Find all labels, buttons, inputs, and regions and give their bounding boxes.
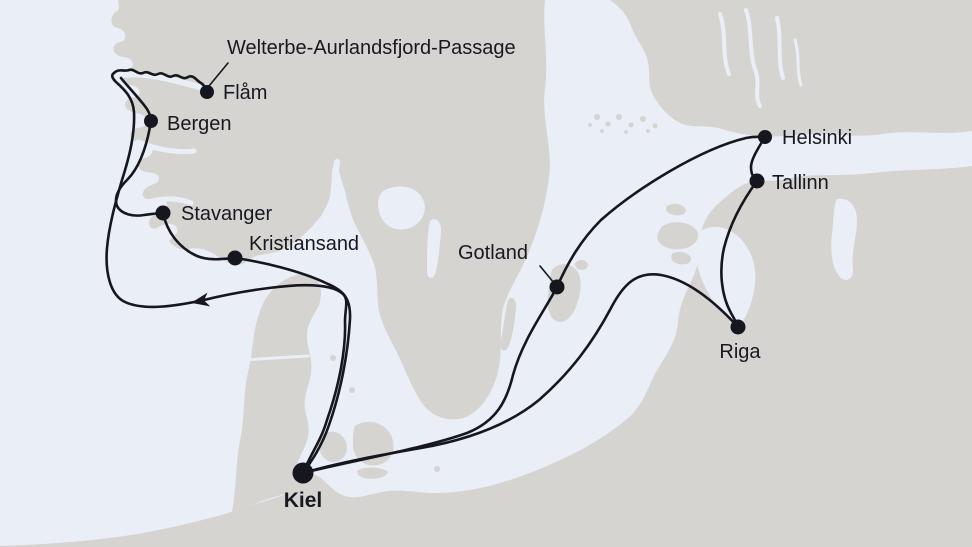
port-marker-gotland (549, 279, 565, 295)
port-label-riga: Riga (719, 341, 761, 363)
island-gotland (547, 264, 581, 322)
port-marker-kiel (292, 462, 314, 484)
lake-peipus (831, 198, 857, 281)
port-label-stavanger: Stavanger (181, 203, 273, 225)
port-label-helsinki: Helsinki (782, 127, 852, 149)
port-label-gotland: Gotland (458, 242, 528, 264)
route-stavanger-kristiansand (161, 211, 237, 261)
island-faro (574, 259, 588, 270)
port-label-kristiansand: Kristiansand (249, 233, 359, 255)
island-saaremaa-south (671, 251, 691, 265)
fjord-channels (109, 8, 803, 362)
port-marker-helsinki (758, 130, 772, 144)
route-riga-kiel (301, 273, 740, 475)
lake-vanern (378, 186, 425, 230)
port-label-bergen: Bergen (167, 113, 232, 135)
direction-arrow-icon (191, 292, 211, 307)
route-kristiansand-kiel (233, 256, 352, 475)
gulf-of-riga (696, 226, 756, 327)
port-marker-kristiansand (227, 250, 243, 266)
annotation-leader-line (208, 62, 229, 87)
archipelago-specks (330, 114, 658, 393)
leader-line-gotland (539, 265, 555, 284)
island-bornholm (434, 466, 440, 472)
port-label-flam: Flåm (223, 82, 267, 104)
landmass-scandinavia (111, 0, 550, 420)
island-lolland (357, 467, 388, 479)
port-marker-layer (144, 85, 772, 484)
island-hiiumaa (666, 203, 686, 216)
landmass-jutland (231, 273, 321, 516)
port-marker-tallinn (749, 173, 765, 189)
landmass-finland (610, 0, 972, 137)
island-oland (500, 297, 517, 351)
route-bergen-stavanger (114, 119, 165, 217)
passage-annotation-label: Welterbe-Aurlandsfjord-Passage (227, 37, 516, 59)
island-saaremaa (657, 222, 699, 250)
port-marker-flam (200, 85, 214, 99)
port-marker-stavanger (155, 205, 171, 221)
port-label-tallinn: Tallinn (772, 172, 829, 194)
island-fyn (318, 431, 347, 463)
lake-vattern (427, 219, 442, 278)
port-label-kiel: Kiel (284, 489, 323, 512)
port-marker-bergen (144, 114, 158, 128)
port-marker-riga (730, 319, 746, 335)
